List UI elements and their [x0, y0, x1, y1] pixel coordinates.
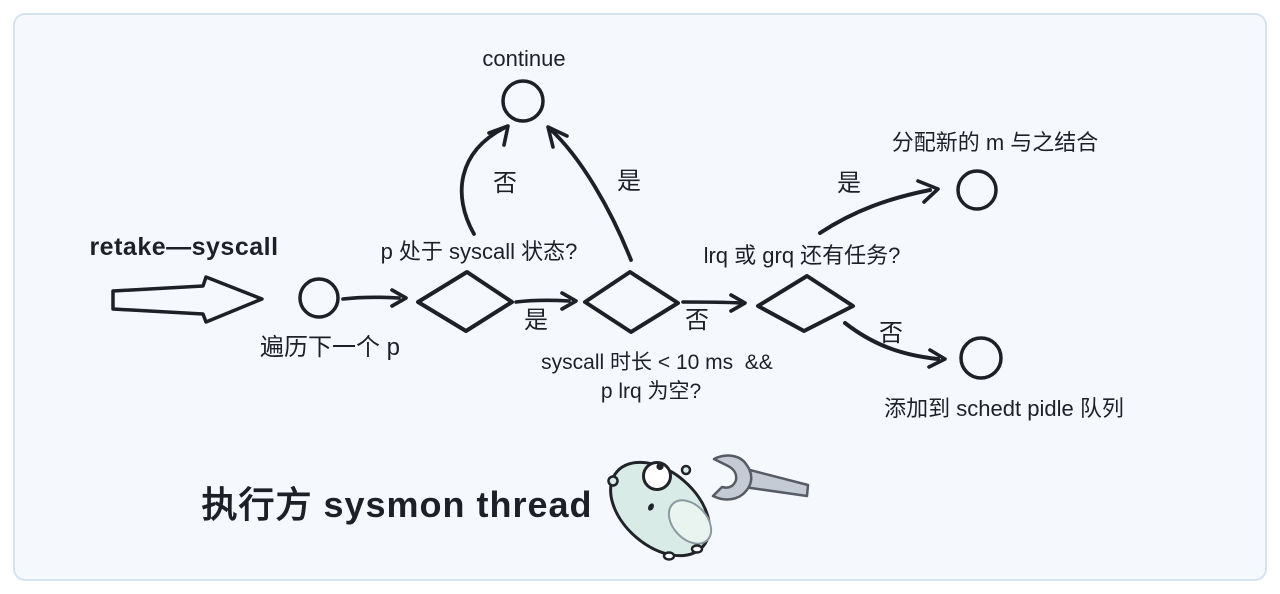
diagram-title: retake—syscall	[89, 233, 279, 261]
connector-start-to-diamond1	[341, 288, 408, 308]
diamond2-question-line1: syscall 时长 < 10 ms &&	[541, 351, 773, 374]
diamond-syscall-duration	[583, 270, 680, 334]
gopher-ear-icon	[680, 464, 692, 476]
connector-diamond3-no-to-pidle	[843, 321, 947, 369]
iterate-next-p-label: 遍历下一个 p	[259, 334, 401, 361]
edge-label-d1-d2-yes: 是	[524, 307, 548, 334]
diamond-queue-tasks	[756, 274, 855, 333]
executor-label: 执行方 sysmon thread	[201, 484, 593, 525]
gopher-mascot	[607, 460, 713, 561]
pidle-queue-label: 添加到 schedt pidle 队列	[884, 396, 1124, 421]
edge-label-d1-no: 否	[493, 170, 517, 197]
edge-label-d3-pidle-no: 否	[879, 320, 903, 347]
connector-diamond1-to-diamond2	[514, 291, 578, 311]
connector-diamond2-to-diamond3	[681, 293, 747, 313]
allocate-m-circle-node	[956, 169, 998, 211]
diamond-syscall-state	[416, 270, 514, 333]
connector-diamond3-yes-to-allocate	[818, 179, 940, 235]
gopher-ear-icon	[607, 475, 619, 487]
connector-diamond1-no-to-continue	[459, 124, 510, 236]
edge-label-d2-yes: 是	[617, 168, 641, 195]
diamond3-question-label: lrq 或 grq 还有任务?	[703, 243, 901, 268]
gopher-eye-icon	[642, 461, 672, 491]
diamond1-question-label: p 处于 syscall 状态?	[380, 239, 578, 264]
allocate-m-label: 分配新的 m 与之结合	[891, 130, 1099, 155]
continue-label: continue	[482, 46, 566, 71]
edge-label-d2-d3-no: 否	[685, 307, 709, 334]
edge-label-d3-alloc-yes: 是	[837, 170, 861, 197]
start-flow-arrow	[111, 275, 264, 324]
wrench-icon	[711, 454, 810, 501]
connector-diamond2-yes-to-continue	[546, 125, 633, 262]
continue-circle-node	[501, 79, 545, 123]
pidle-circle-node	[959, 336, 1003, 380]
diamond2-question-line2: p lrq 为空?	[600, 380, 702, 403]
start-circle-node	[298, 277, 340, 319]
